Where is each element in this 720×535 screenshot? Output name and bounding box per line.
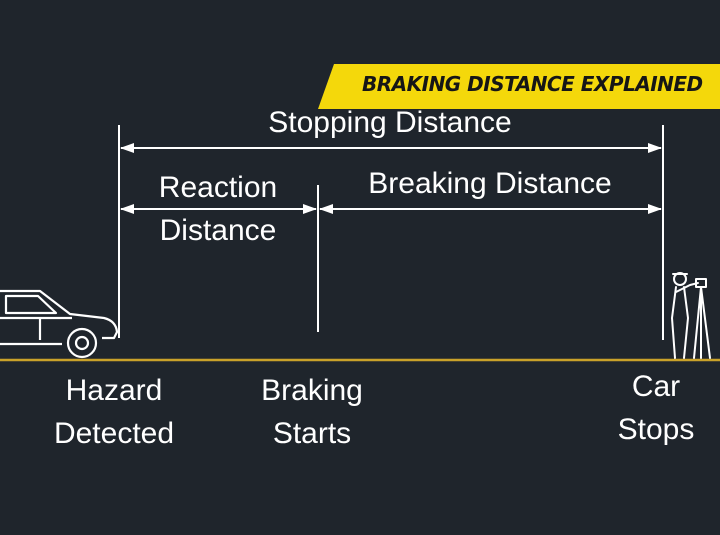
car-icon	[0, 289, 119, 359]
car-stops-line1: Car	[631, 370, 681, 403]
title-banner: BRAKING DISTANCE EXPLAINED	[318, 64, 720, 109]
car-stops-line2: Stops	[617, 413, 695, 446]
banner-title: BRAKING DISTANCE EXPLAINED	[362, 72, 703, 96]
braking-starts-label: Braking Starts	[232, 374, 392, 451]
braking-distance-label: Breaking Distance	[330, 167, 650, 201]
braking-distance-text: Breaking Distance	[368, 167, 612, 200]
reaction-line2: Distance	[159, 214, 277, 247]
surveyor-icon	[671, 272, 711, 359]
stopping-distance-label: Stopping Distance	[240, 106, 540, 140]
reaction-distance-label: Reaction Distance	[138, 171, 298, 248]
hazard-detected-label: Hazard Detected	[34, 374, 194, 451]
car-stops-label: Car Stops	[596, 370, 716, 447]
reaction-line1: Reaction	[158, 171, 278, 204]
braking-starts-line1: Braking	[261, 374, 363, 407]
hazard-line2: Detected	[53, 417, 175, 450]
stopping-distance-text: Stopping Distance	[268, 106, 512, 139]
hazard-line1: Hazard	[65, 374, 163, 407]
braking-starts-line2: Starts	[272, 417, 352, 450]
